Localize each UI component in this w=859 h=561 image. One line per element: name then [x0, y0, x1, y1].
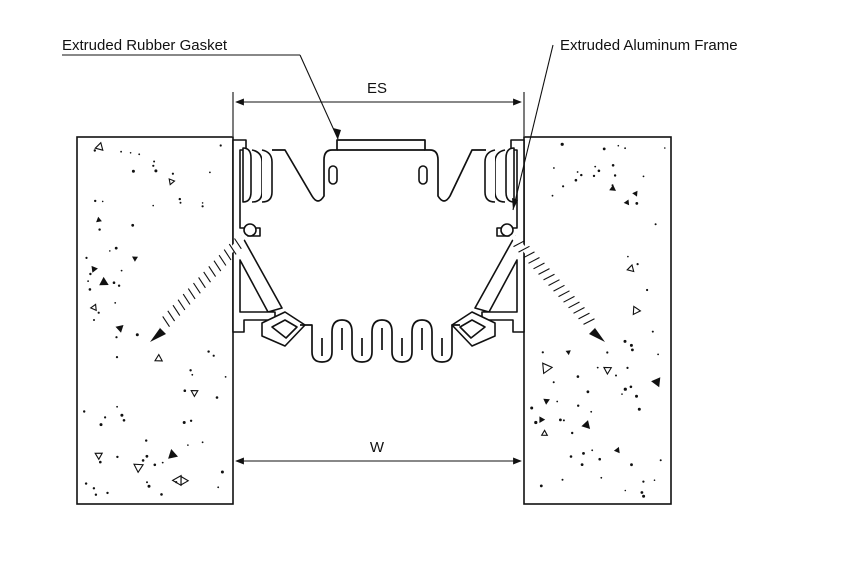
right-concrete-slab [523, 136, 672, 505]
aluminum-frame-label: Extruded Aluminum Frame [560, 37, 738, 54]
left-anchor-screw [150, 223, 257, 342]
rubber-gasket-label: Extruded Rubber Gasket [62, 37, 228, 54]
es-label: ES [367, 80, 387, 97]
w-label: W [370, 439, 385, 456]
left-slab-aggregate [83, 141, 227, 496]
left-concrete-slab [76, 136, 234, 505]
top-rubber-gasket [272, 139, 486, 202]
es-dimension: ES [232, 80, 525, 136]
w-dimension: W [235, 439, 522, 465]
right-slab-aggregate [530, 142, 666, 498]
aluminum-frame-callout: Extruded Aluminum Frame [512, 37, 738, 211]
bottom-bellows-gasket [300, 319, 460, 363]
right-anchor-screw [500, 223, 605, 342]
left-aluminum-frame [232, 139, 306, 347]
rubber-gasket-callout: Extruded Rubber Gasket [62, 37, 341, 140]
right-aluminum-frame [451, 139, 525, 347]
